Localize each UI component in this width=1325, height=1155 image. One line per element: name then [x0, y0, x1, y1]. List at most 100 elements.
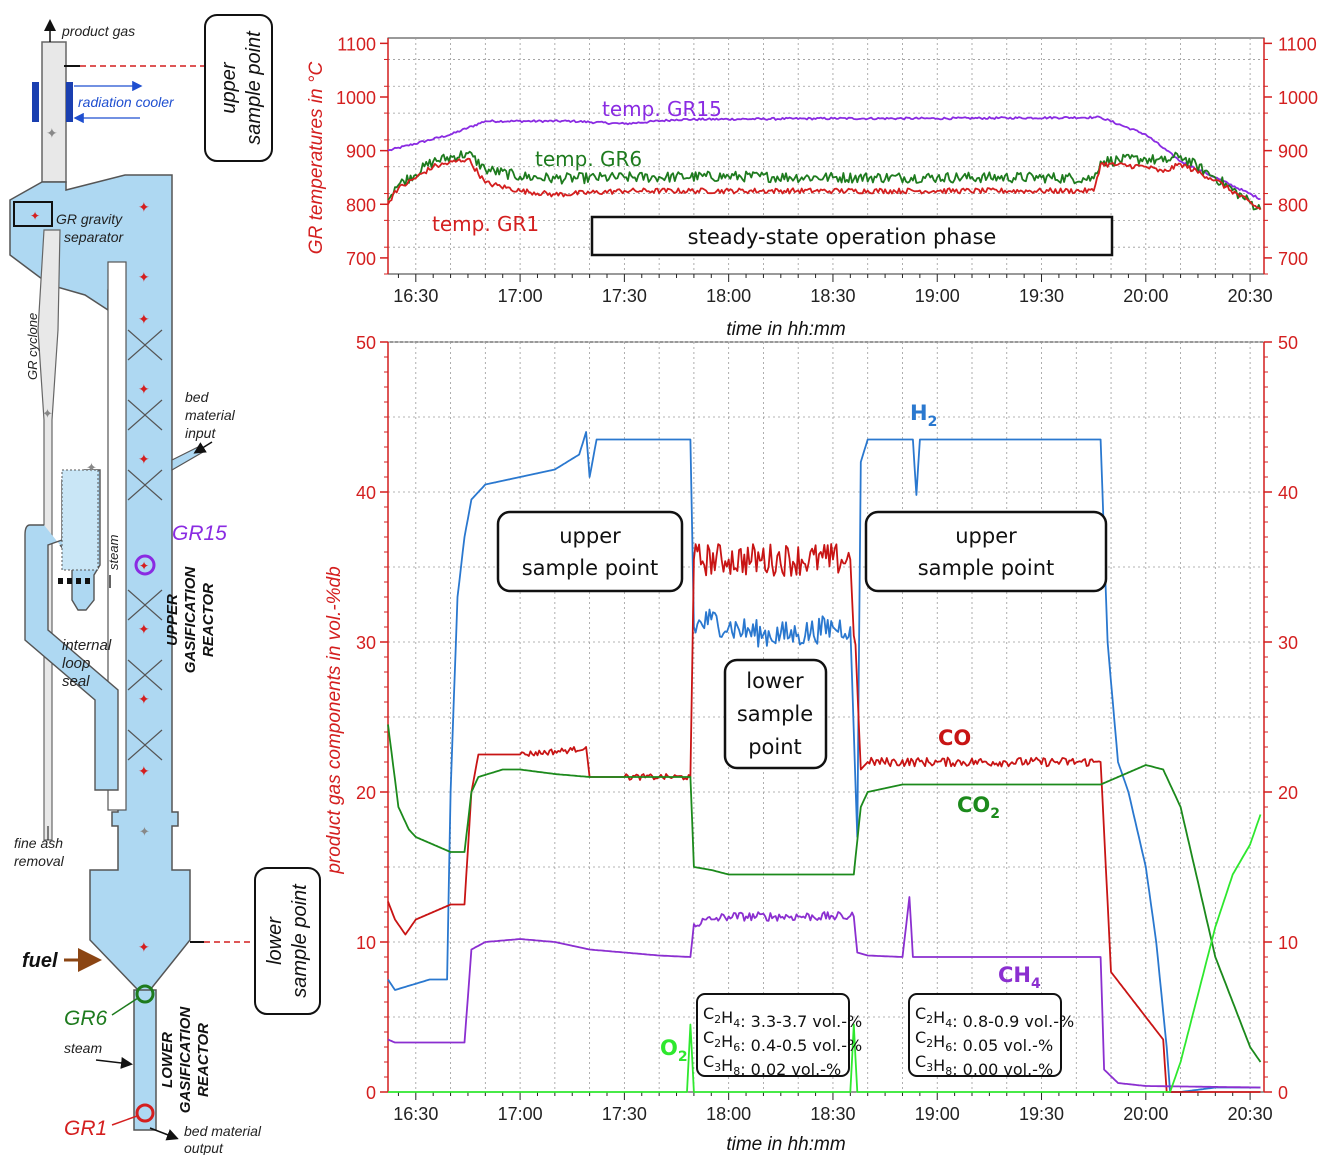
temperature-x-axis-title: time in hh:mm — [726, 319, 845, 340]
series-line-o2 — [388, 814, 1262, 1093]
series-line-temp-gr1 — [387, 157, 1262, 211]
y-tick-label-right: 0 — [1278, 1083, 1288, 1103]
bed-material-input-label-3: input — [185, 425, 216, 441]
upper-sample-point-label-2: sample point — [243, 30, 265, 145]
x-tick-label: 16:30 — [393, 1104, 438, 1124]
bed-output-arrow — [149, 1127, 179, 1141]
y-tick-label-right: 900 — [1278, 142, 1308, 162]
lower-steam-arrow — [95, 1056, 133, 1069]
bed-output-label-1: bed material — [184, 1123, 262, 1139]
gr15-label: GR15 — [172, 522, 227, 545]
bed-material-input-arrow — [193, 441, 213, 454]
x-tick-label: 18:00 — [706, 286, 751, 306]
fine-ash-label-2: removal — [14, 853, 65, 869]
lower-sample-box-line-3: point — [748, 735, 802, 759]
y-tick-label-left: 700 — [346, 249, 376, 269]
gr15-marker — [134, 554, 156, 576]
steady-state-box — [590, 215, 1114, 257]
fuel-label: fuel — [22, 950, 58, 972]
bed-material-input-label-1: bed — [185, 389, 210, 405]
grey-marker-3: ✦ — [139, 824, 150, 839]
y-tick-label-right: 1000 — [1278, 88, 1318, 108]
lower-sample-box-line-1: lower — [746, 669, 804, 693]
bed-output-label-2: output — [184, 1140, 224, 1155]
gas-y-axis-title: product gas components in vol.-%db — [324, 566, 345, 874]
gr15-series-label: temp. GR15 — [602, 97, 722, 121]
pipe-plus-marker: ✦ — [46, 125, 58, 141]
bed-material-input-label-2: material — [185, 407, 236, 423]
temperature-y-axis-title: GR temperatures in °C — [306, 62, 327, 255]
y-tick-label-left: 30 — [356, 633, 376, 653]
gas-grid — [388, 341, 1264, 1092]
fine-ash-label-1: fine ash — [14, 835, 63, 851]
x-tick-label: 20:00 — [1123, 286, 1168, 306]
co2-label: CO2 — [957, 793, 1000, 822]
x-tick-label: 18:30 — [810, 286, 855, 306]
x-tick-label: 20:30 — [1228, 286, 1273, 306]
upper-sample-point-box — [204, 14, 273, 162]
radiation-cooler-label: radiation cooler — [78, 94, 175, 110]
svg-text:✦: ✦ — [138, 311, 150, 327]
radiation-cooler-left — [32, 82, 39, 122]
hydrocarbon-box-upper — [908, 993, 1062, 1077]
product-gas-label: product gas — [61, 23, 135, 39]
hydrocarbon-box-lower-text: C2H4: 3.3-3.7 vol.-%C2H6: 0.4-0.5 vol.-%… — [703, 1004, 862, 1079]
gas-x-axis-title: time in hh:mm — [726, 1134, 845, 1155]
svg-text:✦: ✦ — [138, 199, 150, 215]
lower-reactor-vessel — [133, 989, 157, 1131]
series-line-h2 — [387, 431, 1261, 1093]
y-tick-label-left: 800 — [346, 195, 376, 215]
x-tick-label: 17:00 — [498, 1104, 543, 1124]
bed-material-input-pipe — [171, 445, 204, 472]
svg-text:✦: ✦ — [138, 763, 150, 779]
x-tick-label: 19:30 — [1019, 1104, 1064, 1124]
grey-marker-2: ✦ — [86, 460, 97, 475]
hydrocarbon-row: C3H8: 0.00 vol.-% — [915, 1052, 1053, 1079]
hydrocarbon-row: C3H8: 0.02 vol.-% — [703, 1052, 841, 1079]
y-tick-label-left: 10 — [356, 933, 376, 953]
series-line-temp-gr6 — [387, 150, 1262, 211]
co-label: CO — [938, 726, 971, 750]
lower-reactor-label-1: LOWER — [159, 1032, 176, 1088]
svg-text:✦: ✦ — [138, 269, 150, 285]
x-tick-label: 17:30 — [602, 1104, 647, 1124]
temperature-series — [387, 115, 1262, 211]
radiation-cooler-right — [66, 82, 73, 122]
x-tick-label: 17:30 — [602, 286, 647, 306]
y-tick-label-left: 50 — [356, 333, 376, 353]
y-tick-label-right: 700 — [1278, 249, 1308, 269]
gr6-label: GR6 — [64, 1007, 108, 1030]
lower-steam-label: steam — [64, 1040, 102, 1056]
reactor-schematic: product gas radiation cooler ✦ upper sam… — [9, 14, 321, 1155]
x-tick-label: 16:30 — [393, 286, 438, 306]
loop-seal-bed — [61, 469, 99, 571]
y-tick-label-right: 10 — [1278, 933, 1298, 953]
internal-loop-seal-label-1: internal — [62, 637, 112, 654]
hydrocarbon-row: C2H4: 3.3-3.7 vol.-% — [703, 1004, 862, 1031]
svg-text:✦: ✦ — [138, 451, 150, 467]
loop-seal-steam-label: steam — [106, 534, 121, 570]
svg-text:✦: ✦ — [138, 691, 150, 707]
gr6-marker — [135, 984, 155, 1004]
y-tick-label-right: 40 — [1278, 483, 1298, 503]
x-tick-label: 19:00 — [915, 1104, 960, 1124]
x-tick-label: 20:00 — [1123, 1104, 1168, 1124]
upper-sample-box-1 — [496, 510, 684, 593]
hydrocarbon-row: C2H4: 0.8-0.9 vol.-% — [915, 1004, 1074, 1031]
y-tick-label-left: 40 — [356, 483, 376, 503]
gas-series — [387, 431, 1262, 1093]
gravity-separator-marker — [13, 201, 53, 227]
temperature-markers: ✦✦✦ ✦✦✦ ✦✦✦ — [138, 199, 150, 955]
internal-loop-seal-label-2: loop — [62, 655, 90, 672]
lower-reactor-label-3: REACTOR — [195, 1023, 212, 1097]
hydrocarbon-row: C2H6: 0.4-0.5 vol.-% — [703, 1028, 862, 1055]
upper-reactor-label-2: GASIFICATION — [182, 566, 199, 674]
y-tick-label-right: 800 — [1278, 195, 1308, 215]
lower-reactor-label-2: GASIFICATION — [177, 1006, 194, 1114]
upper-sample-box-1-line-2: sample point — [522, 556, 659, 580]
series-line-co2 — [387, 724, 1262, 1063]
product-gas-pipe — [41, 41, 67, 183]
